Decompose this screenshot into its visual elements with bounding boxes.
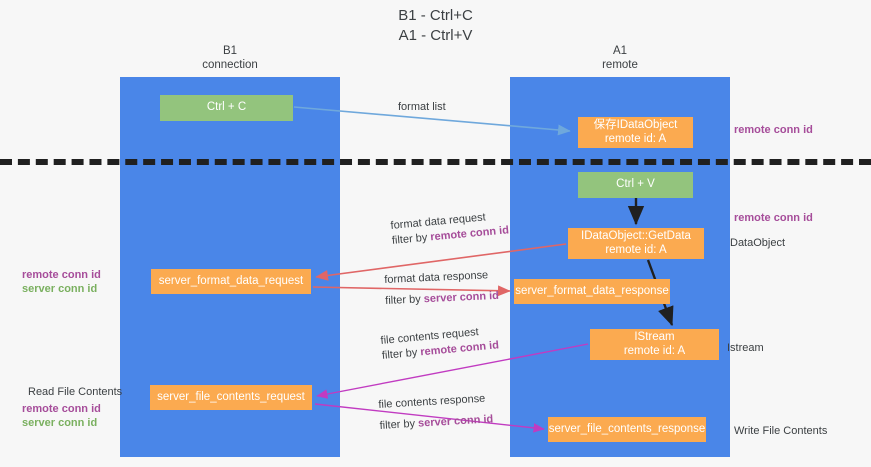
edge-label-file-contents-response: file contents response filter by server … (378, 391, 494, 434)
title-line-2: A1 - Ctrl+V (398, 27, 473, 44)
margin-label-remote-conn-id-left-bottom: remote conn id (22, 403, 101, 415)
node-server-file-contents-response[interactable]: server_file_contents_response (548, 417, 706, 442)
node-server-format-data-response-label: server_format_data_response (515, 284, 669, 297)
node-server-format-data-request-label: server_format_data_request (158, 274, 304, 287)
lane-header-b1-name: B1 (222, 45, 238, 57)
title-line-1: B1 - Ctrl+C (398, 7, 473, 24)
margin-label-server-conn-id-left-mid: server conn id (22, 283, 98, 295)
edge-label-format-data-request: format data request filter by remote con… (390, 208, 510, 249)
node-server-file-contents-request-label: server_file_contents_request (157, 390, 305, 403)
margin-label-server-conn-id-left-bottom: server conn id (22, 417, 98, 429)
edge-label-file-contents-response-line2: filter by server conn id (379, 412, 493, 434)
margin-label-remote-conn-id-left-mid: remote conn id (22, 269, 101, 281)
margin-label-read-file-contents: Read File Contents (28, 386, 123, 398)
edge-label-format-data-response-line1: format data response (384, 269, 489, 286)
node-istream-line1: IStream (634, 331, 675, 343)
margin-label-istream: Istream (727, 342, 764, 354)
node-idataobject-line2: remote id: A (604, 132, 667, 145)
node-idataobject[interactable]: 保存IDataObject remote id: A (578, 117, 693, 148)
lane-header-a1: A1 remote (510, 44, 730, 72)
node-idataobject-getdata[interactable]: IDataObject::GetData remote id: A (568, 228, 704, 259)
edge-label-format-data-response: format data response filter by server co… (384, 268, 499, 309)
filter-by-prefix-2: filter by (384, 293, 425, 307)
node-server-file-contents-response-label: server_file_contents_response (548, 422, 706, 435)
node-ctrl-v-label: Ctrl + V (616, 178, 655, 191)
edge-label-format-list: format list (398, 100, 446, 115)
margin-label-conn-ids-bottom: remote conn id server conn id (22, 402, 101, 430)
filter-by-prefix-4: filter by (379, 417, 419, 432)
node-ctrl-v[interactable]: Ctrl + V (578, 172, 693, 198)
filter-key-server-conn-id-1: server conn id (423, 289, 500, 306)
margin-label-conn-ids-mid: remote conn id server conn id (22, 268, 101, 296)
node-server-format-data-response[interactable]: server_format_data_response (514, 279, 670, 304)
node-getdata-line2: remote id: A (605, 243, 667, 256)
filter-by-prefix-3: filter by (381, 346, 421, 362)
edge-label-format-data-response-line2: filter by server conn id (385, 289, 499, 309)
margin-label-write-file-contents: Write File Contents (734, 425, 828, 437)
lane-header-a1-sub: remote (602, 59, 638, 71)
phase-divider (0, 159, 871, 165)
node-getdata-line1: IDataObject::GetData (581, 230, 691, 242)
node-idataobject-line1: 保存IDataObject (593, 119, 678, 131)
lane-header-a1-name: A1 (612, 45, 628, 57)
node-server-format-data-request[interactable]: server_format_data_request (151, 269, 311, 294)
margin-label-dataobject: DataObject (730, 237, 786, 249)
edge-label-file-contents-response-line1: file contents response (378, 392, 486, 411)
edge-label-file-contents-request: file contents request filter by remote c… (380, 323, 500, 364)
diagram-title: B1 - Ctrl+C A1 - Ctrl+V (0, 6, 871, 46)
lane-header-b1-sub: connection (202, 59, 258, 71)
filter-key-server-conn-id-2: server conn id (417, 413, 494, 430)
node-istream-line2: remote id: A (623, 344, 686, 357)
node-istream[interactable]: IStream remote id: A (590, 329, 719, 360)
edge-label-format-list-text: format list (398, 101, 446, 113)
node-ctrl-c[interactable]: Ctrl + C (160, 95, 293, 121)
filter-by-prefix-1: filter by (391, 231, 431, 247)
node-server-file-contents-request[interactable]: server_file_contents_request (150, 385, 312, 410)
lane-header-b1: B1 connection (120, 44, 340, 72)
node-ctrl-c-label: Ctrl + C (206, 101, 247, 114)
margin-label-remote-conn-id-mid: remote conn id (734, 212, 813, 224)
margin-label-remote-conn-id-top: remote conn id (734, 124, 813, 136)
